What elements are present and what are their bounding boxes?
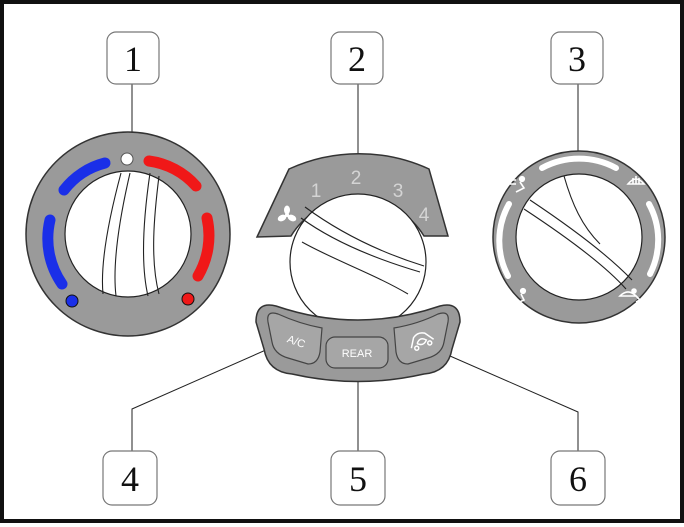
neutral-dot — [120, 152, 134, 166]
foot-defrost-icon — [618, 288, 642, 303]
callout-number: 4 — [121, 459, 139, 499]
windshield-defrost-icon — [626, 176, 646, 185]
knob-grip — [523, 175, 633, 290]
callout-number: 5 — [349, 459, 367, 499]
knob-grip — [300, 206, 425, 295]
hot-arc-upper — [143, 155, 202, 192]
recirculation-button[interactable] — [393, 312, 449, 365]
cold-arc-lower — [42, 214, 68, 290]
fan-speed-knob[interactable]: 1 2 3 4 — [255, 152, 449, 331]
callout-5: 5 — [330, 450, 386, 506]
rear-button-label: REAR — [342, 348, 373, 360]
foot-vent-icon — [509, 287, 527, 306]
callout-box — [330, 450, 386, 506]
cold-dot — [65, 294, 79, 308]
mode-arc-left — [496, 201, 512, 279]
recirculation-icon — [410, 332, 435, 351]
callout-6: 6 — [550, 450, 606, 506]
mode-arc-top — [539, 155, 619, 171]
callout-2: 2 — [330, 31, 384, 85]
leader-line-6 — [433, 348, 579, 451]
callout-box — [550, 31, 604, 85]
callout-number: 1 — [124, 39, 142, 79]
callout-number: 6 — [569, 459, 587, 499]
mode-arc-right — [646, 201, 662, 277]
fan-speed-label-2: 2 — [351, 168, 362, 189]
cold-arc-upper — [58, 157, 111, 196]
hot-dot — [181, 292, 195, 306]
callout-number: 2 — [348, 39, 366, 79]
face-vent-icon — [510, 175, 526, 193]
callout-box — [550, 450, 606, 506]
callout-4: 4 — [102, 450, 158, 506]
leader-line-4 — [131, 341, 285, 451]
fan-speed-label-3: 3 — [393, 181, 404, 202]
ac-button[interactable]: A/C — [267, 312, 323, 365]
fan-speed-dial[interactable] — [289, 193, 427, 331]
diagram-canvas: 1 2 3 4 — [25, 31, 666, 506]
airflow-mode-dial[interactable] — [515, 173, 643, 301]
callout-number: 3 — [568, 39, 586, 79]
fan-icon — [277, 205, 297, 222]
knob-grip — [101, 172, 160, 297]
callout-3: 3 — [550, 31, 604, 85]
button-panel: A/C REAR — [255, 304, 461, 383]
fan-speed-label-1: 1 — [311, 181, 322, 202]
callout-box — [106, 31, 160, 85]
fan-speed-label-4: 4 — [419, 205, 430, 226]
temperature-dial[interactable] — [64, 170, 192, 298]
callout-box — [102, 450, 158, 506]
callout-box — [330, 31, 384, 85]
callout-1: 1 — [106, 31, 160, 85]
ac-button-face[interactable] — [267, 312, 323, 365]
temperature-knob[interactable] — [25, 131, 231, 337]
rear-button-face[interactable] — [325, 336, 389, 369]
rear-defrost-button[interactable]: REAR — [325, 336, 389, 369]
airflow-mode-knob[interactable] — [492, 150, 666, 324]
ac-button-label: A/C — [285, 333, 306, 351]
hot-arc-lower — [192, 212, 215, 282]
